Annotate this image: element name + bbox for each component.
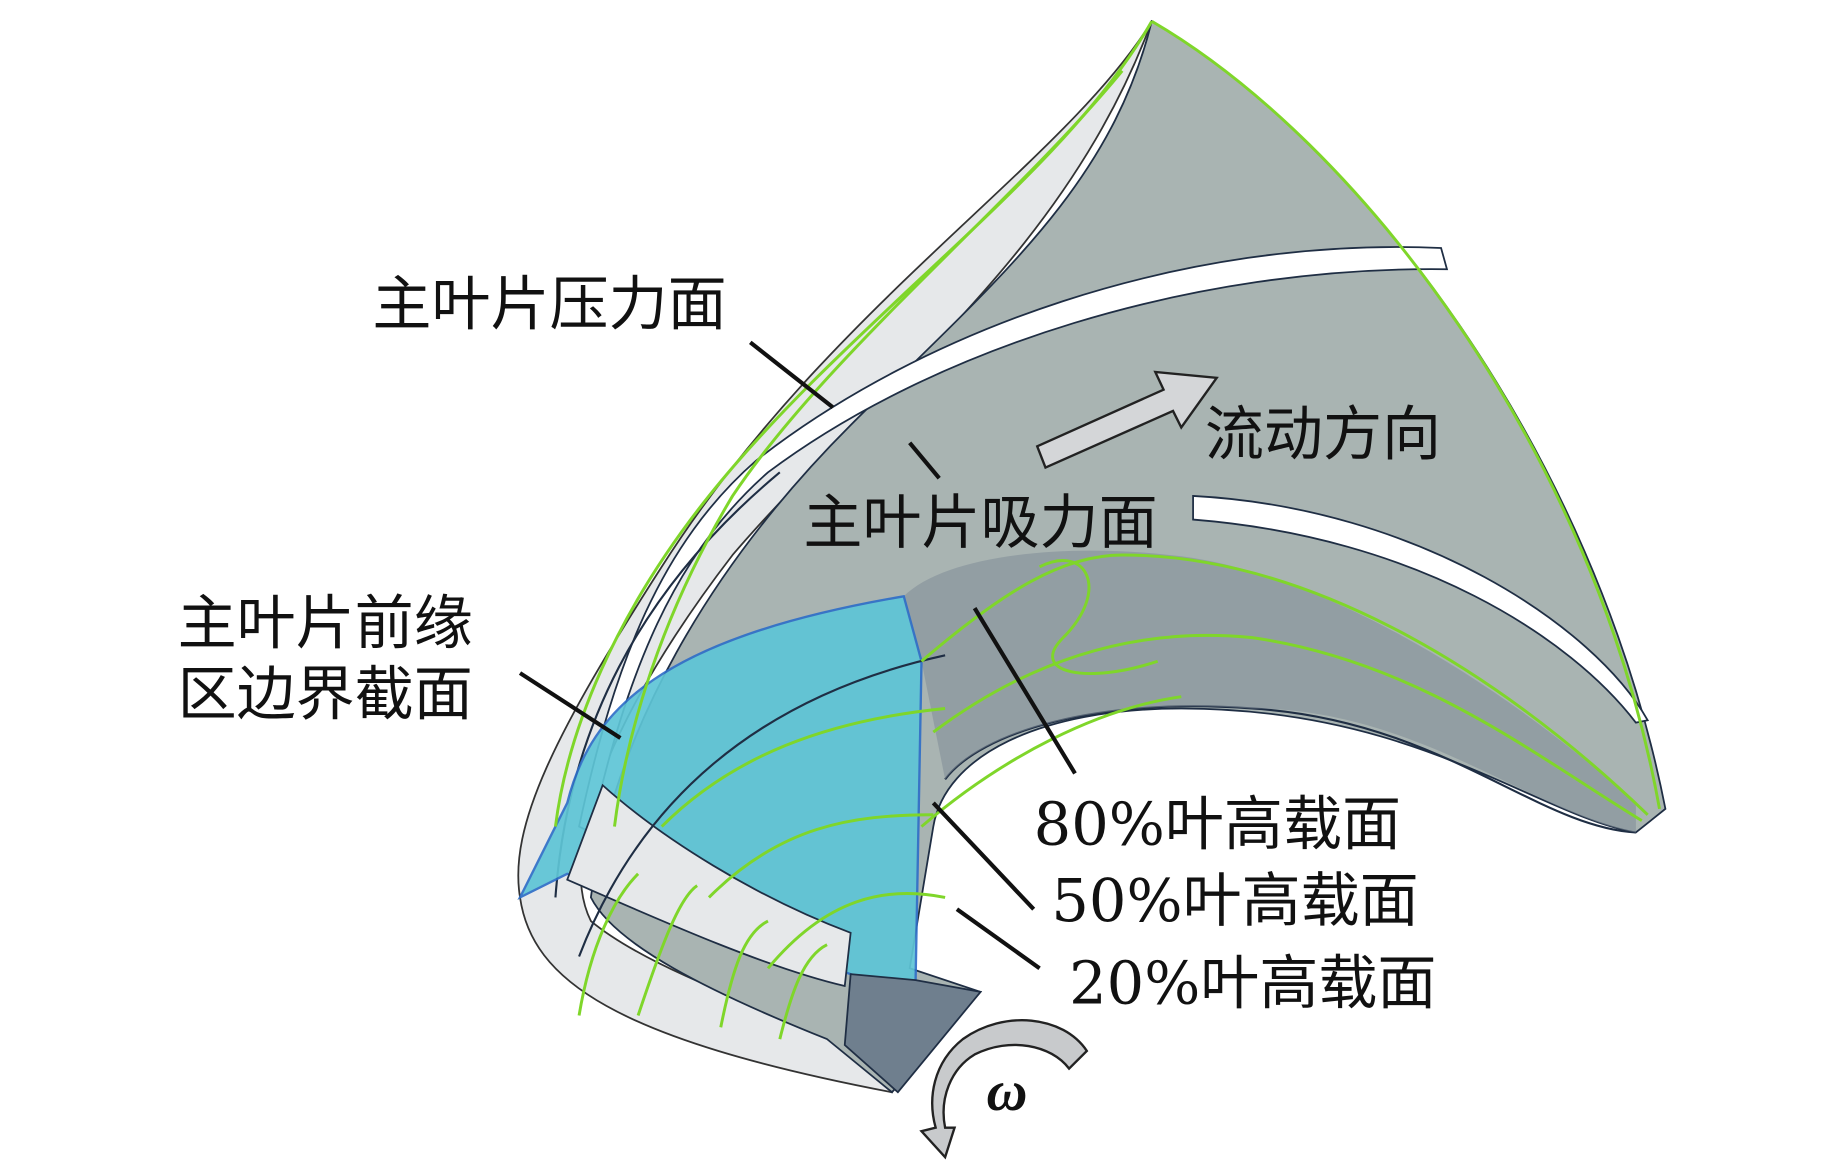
leading-edge-label-line2: 区边界截面: [178, 659, 473, 728]
suction-surface-leader: [908, 441, 941, 480]
rotation-arrow: [919, 1019, 1089, 1160]
leading-edge-leader: [518, 671, 622, 740]
hub-arc: [578, 654, 946, 957]
rotation-symbol: ω: [986, 1061, 1027, 1123]
section-80-leader: [972, 607, 1077, 775]
pressure-surface-label: 主叶片压力面: [372, 270, 726, 339]
section-20-label: 20%叶高载面: [1069, 949, 1436, 1018]
leading-edge-label-line1: 主叶片前缘: [178, 589, 473, 658]
blade-height-section-lines: [553, 19, 1661, 1040]
suction-blade-strip: [1192, 495, 1650, 724]
section-50-leader: [931, 801, 1036, 911]
hub-edge: [944, 705, 1636, 834]
section-50-label: 50%叶高载面: [1051, 866, 1418, 935]
suction-surface-label: 主叶片吸力面: [803, 488, 1157, 557]
section-80-label: 80%叶高载面: [1034, 789, 1401, 858]
hub-block: [843, 973, 983, 1094]
pressure-surface-leader: [749, 340, 835, 410]
inner-shade: [903, 550, 1636, 833]
flow-direction-arrow: [1035, 370, 1219, 470]
section-20-leader: [955, 907, 1041, 970]
section-inner-window: [566, 783, 852, 988]
flow-direction-label: 流动方向: [1205, 400, 1441, 469]
